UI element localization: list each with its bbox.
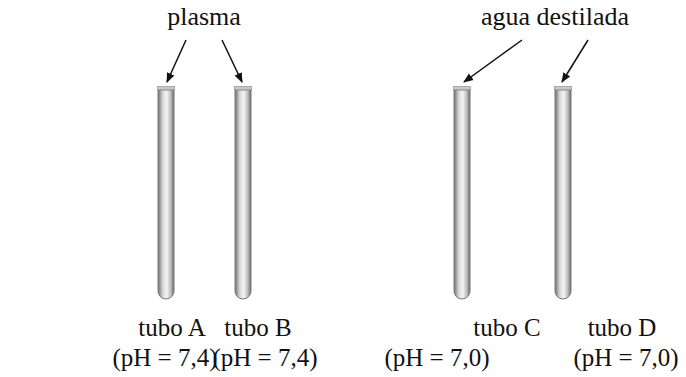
ph-value: (pH = 7,0) [516,344,686,372]
test-tube-node: tubo B(pH = 7,4) [234,86,252,300]
tube-name: tubo C [473,314,540,342]
tube-name: tubo C [397,314,617,342]
leader-arrow [167,40,186,82]
ph-value: (pH = 7,4) [112,344,217,372]
test-tube-node: tubo A(pH = 7,4) [157,86,175,300]
group-label: agua destilada [405,2,686,32]
tube-name: tubo D [588,314,657,342]
ph-value: (pH = 7,0) [384,344,489,372]
tube-name: tubo B [224,314,291,342]
tube-name: tubo A [138,314,205,342]
test-tube [453,86,471,300]
ph-value: (pH = 7,0) [327,344,547,372]
ph-value: (pH = 7,0) [573,344,678,372]
tube-name: tubo B [148,314,368,342]
leader-arrow [464,40,522,82]
group-label: plasma [167,2,241,32]
group-label: plasma [54,2,354,32]
test-tube [554,86,572,300]
ph-value: (pH = 7,4) [155,344,375,372]
group-label: agua destilada [481,2,629,32]
test-tube [157,86,175,300]
tube-name: tubo D [512,314,686,342]
test-tube [234,86,252,300]
ph-value: (pH = 7,4) [212,344,317,372]
test-tube-node: tubo D(pH = 7,0) [554,86,572,300]
test-tube-node: tubo C(pH = 7,0) [453,86,471,300]
leader-arrow [562,40,588,82]
leader-arrow [222,40,242,82]
